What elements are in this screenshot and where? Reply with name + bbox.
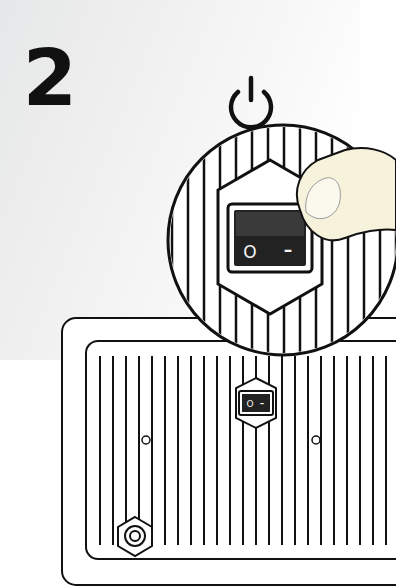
fin-line <box>307 356 309 545</box>
fin-line <box>151 356 153 545</box>
switch-mark: O <box>246 400 253 409</box>
fin-line <box>320 356 322 545</box>
fin-line <box>359 356 361 545</box>
fin-line <box>333 356 335 545</box>
fin-line <box>125 356 127 545</box>
finger <box>297 148 396 240</box>
fin-line <box>171 120 174 360</box>
switch-mark: – <box>284 242 293 259</box>
switch-mark: O <box>243 244 256 261</box>
fin-line <box>395 120 396 360</box>
switch-mark: – <box>260 399 265 408</box>
power-icon <box>231 78 271 127</box>
device-housing <box>62 318 396 585</box>
fin-line <box>281 356 283 545</box>
fin-line <box>99 356 101 545</box>
fin-line <box>190 356 192 545</box>
fin-line <box>112 356 114 545</box>
fin-line <box>372 356 374 545</box>
fin-line <box>294 356 296 545</box>
fin-line <box>203 356 205 545</box>
fin-line <box>216 356 218 545</box>
zoom-detail <box>168 120 396 360</box>
fin-line <box>229 356 231 545</box>
fin-line <box>203 120 206 360</box>
fingernail <box>306 178 341 219</box>
fin-line <box>177 356 179 545</box>
fin-line <box>187 120 190 360</box>
fin-line <box>385 356 387 545</box>
fin-line <box>164 356 166 545</box>
fin-line <box>138 356 140 545</box>
fin-line <box>346 356 348 545</box>
step-number: 2 <box>23 39 77 117</box>
